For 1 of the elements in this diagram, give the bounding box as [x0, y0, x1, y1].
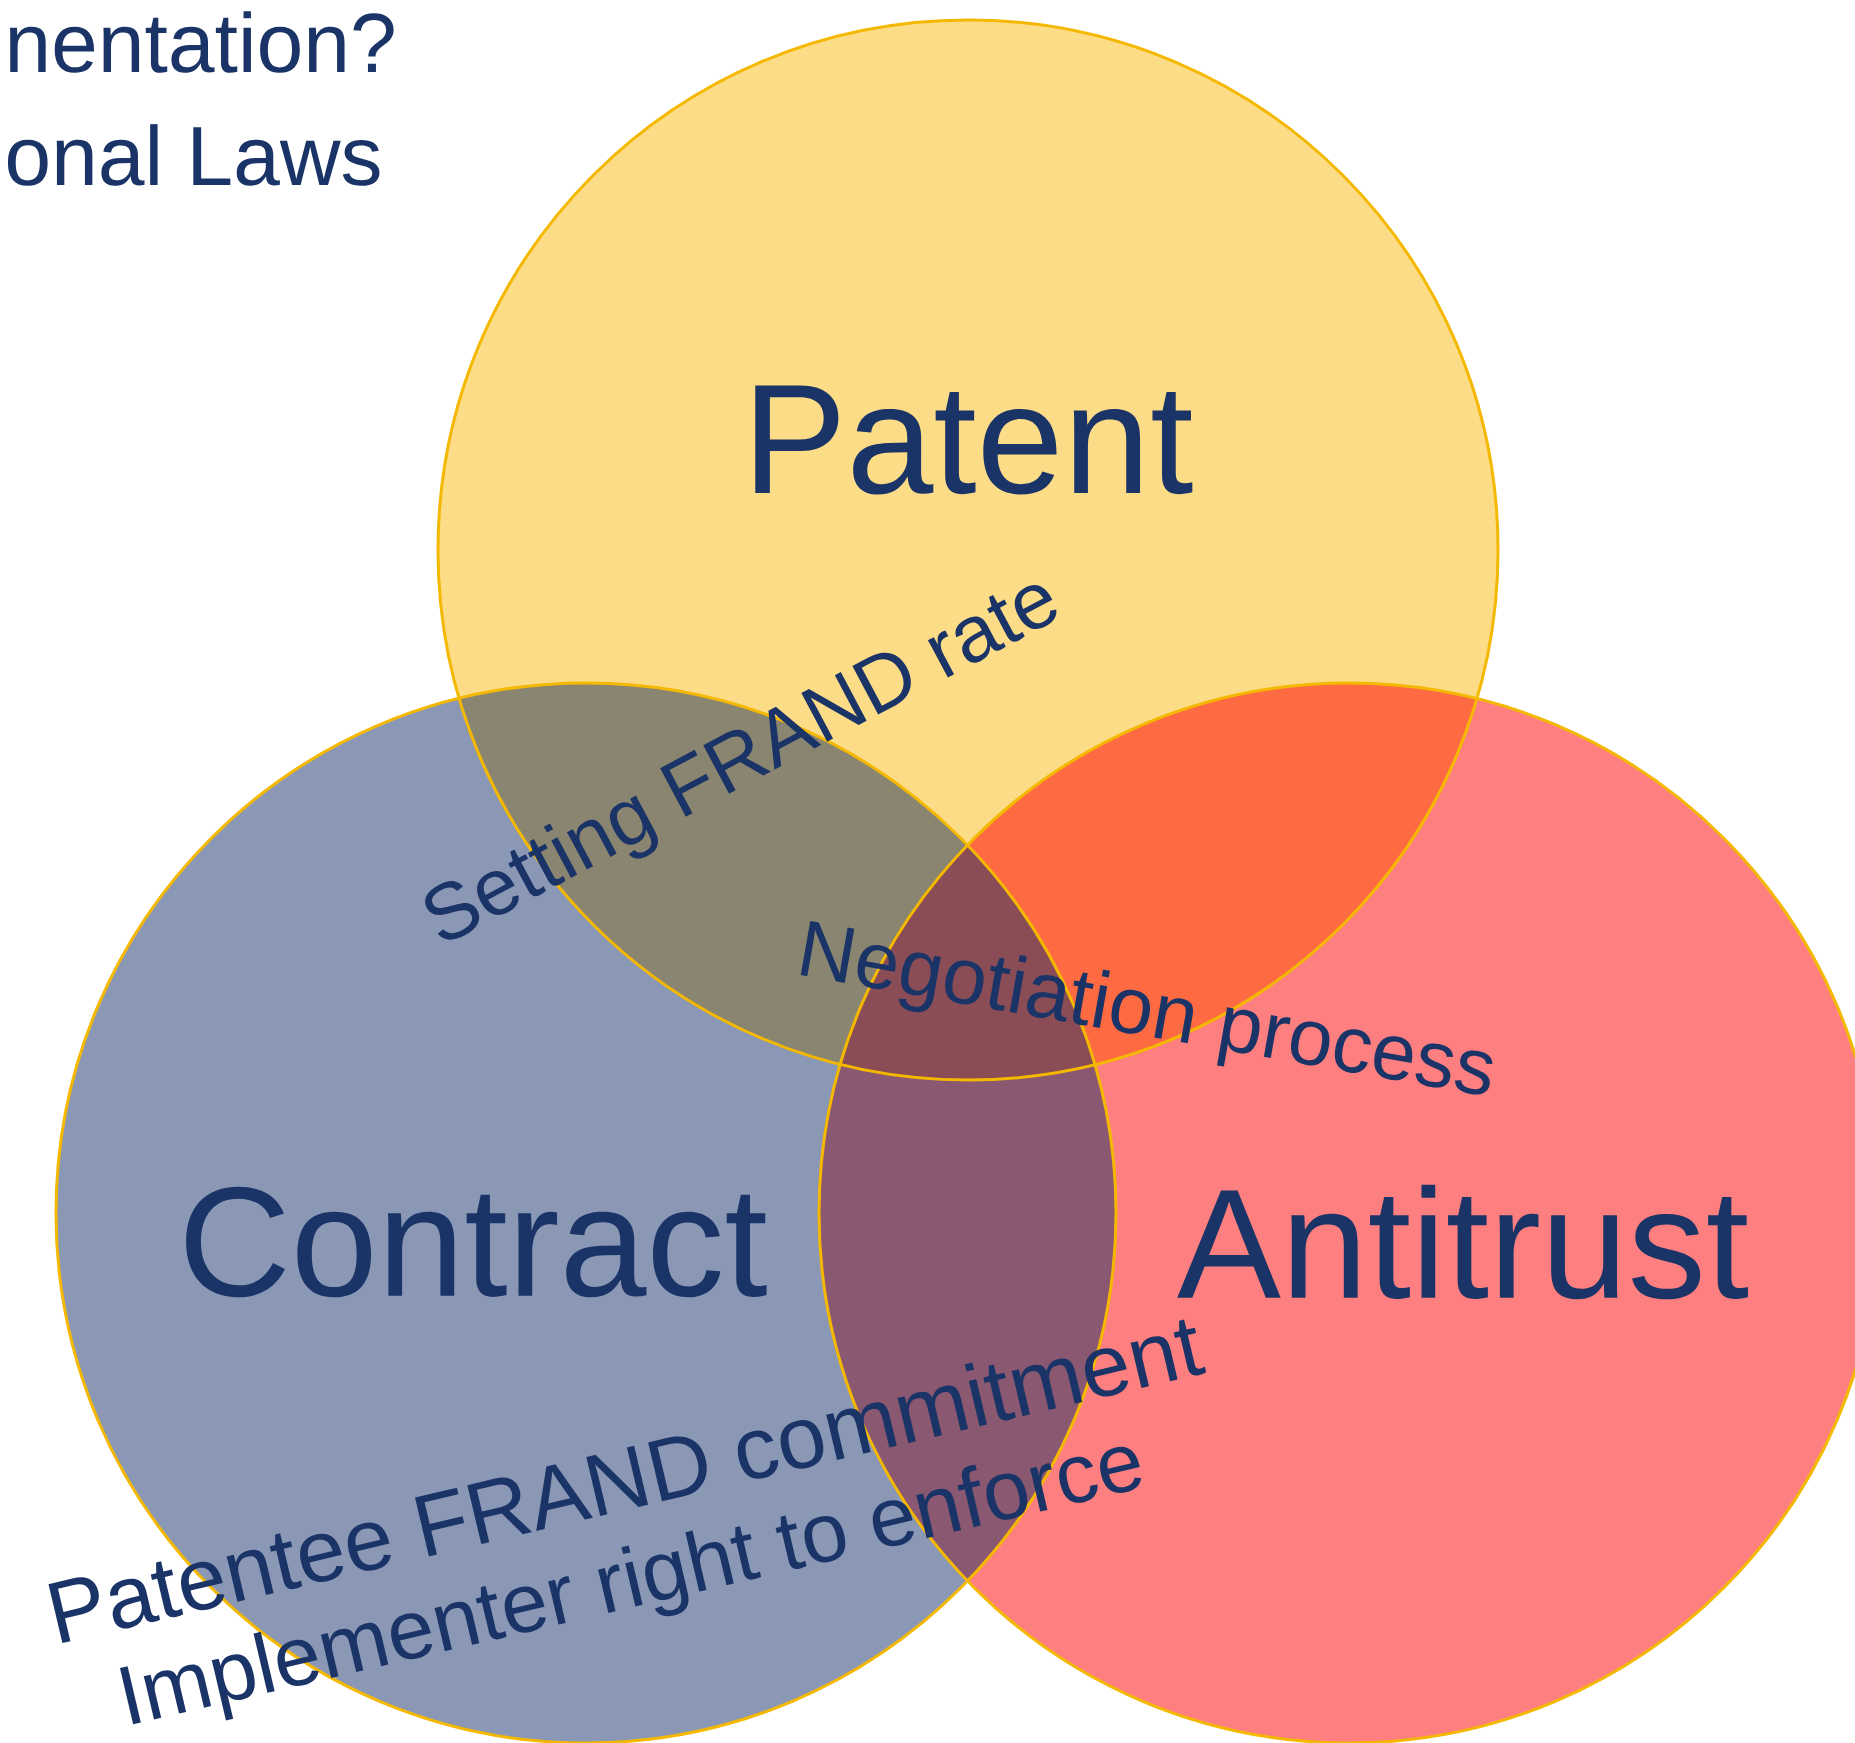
region-label: Negotiation process [800, 920, 1493, 1095]
